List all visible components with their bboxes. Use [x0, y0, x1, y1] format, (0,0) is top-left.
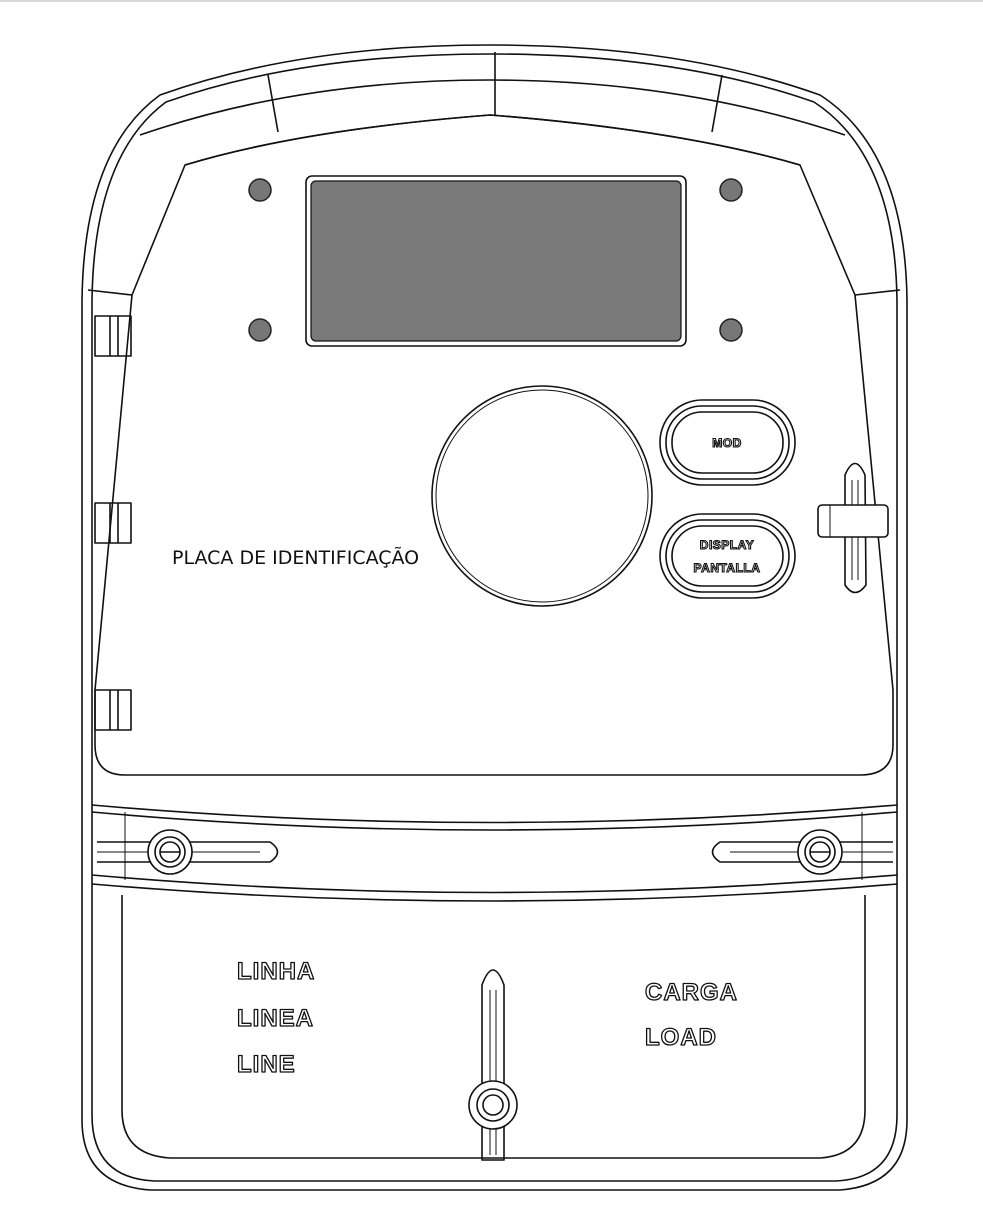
- top-bezel: [139, 79, 846, 136]
- seal-screw-left: [97, 829, 279, 875]
- display-button[interactable]: DISPLAY PANTALLA: [659, 513, 796, 599]
- line-label-es: LINEA: [237, 1005, 314, 1032]
- top-border-line: [0, 0, 983, 2]
- lcd-screen-frame: [305, 175, 687, 347]
- meter-housing-inner: [91, 53, 898, 1182]
- seal-screw-right: [711, 829, 893, 875]
- transparent-cover: [94, 114, 894, 776]
- hinge-bottom: [94, 689, 132, 731]
- line-label-pt: LINHA: [237, 958, 315, 985]
- load-label-pt: CARGA: [645, 979, 738, 1006]
- display-button-label-2: PANTALLA: [694, 561, 761, 575]
- mod-button[interactable]: MOD: [659, 399, 796, 486]
- lcd-screen: [310, 180, 682, 342]
- nameplate-label: PLACA DE IDENTIFICAÇÃO: [172, 546, 419, 569]
- line-label-en: LINE: [237, 1051, 296, 1078]
- screw-hole-top-right: [719, 178, 743, 202]
- mod-button-label: MOD: [712, 436, 742, 450]
- seal-band: [91, 804, 898, 824]
- hinge-top: [94, 315, 132, 357]
- screw-hole-bottom-right: [719, 318, 743, 342]
- terminal-seal: [468, 969, 518, 1161]
- load-label-en: LOAD: [645, 1024, 717, 1051]
- terminal-cover: [121, 895, 866, 1159]
- screw-hole-bottom-left: [248, 318, 272, 342]
- cover-latch: [817, 462, 889, 594]
- meter-housing-outer: [81, 44, 908, 1191]
- display-button-label-1: DISPLAY: [700, 538, 754, 552]
- hinge-middle: [94, 502, 132, 544]
- optical-port: [431, 385, 653, 607]
- screw-hole-top-left: [248, 178, 272, 202]
